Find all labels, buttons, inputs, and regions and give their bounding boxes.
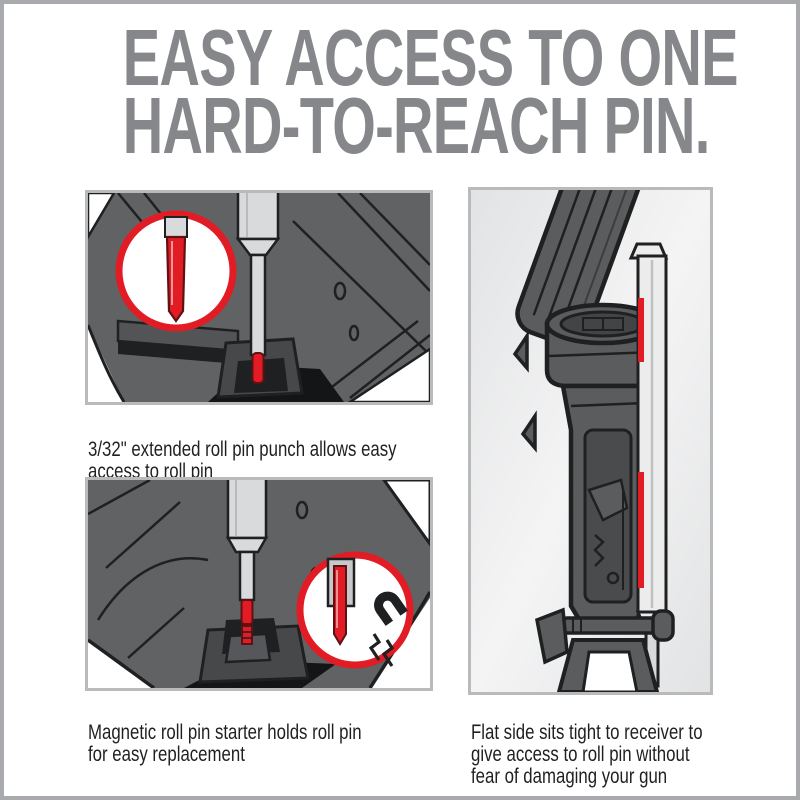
callout-circle	[296, 551, 414, 669]
pin-detail	[606, 571, 620, 585]
receiver-linework	[117, 193, 430, 399]
receiver-hole	[333, 281, 347, 301]
punch-red-contact-lower	[638, 472, 644, 588]
caption-line: Flat side sits tight to receiver to	[471, 721, 703, 744]
panel-white-corner	[88, 193, 116, 240]
receiver-lug	[520, 410, 537, 453]
roll-pin-closeup	[333, 565, 347, 646]
flat-side-punch	[628, 242, 669, 688]
panel-magnetic-starter	[85, 477, 433, 691]
pistol-grip	[515, 190, 647, 347]
panel-flat-side	[468, 187, 713, 695]
spring-detail	[593, 534, 605, 567]
page-title-line-2: HARD-TO-REACH PIN.	[122, 81, 711, 170]
caption-line: for easy replacement	[88, 743, 245, 766]
caption-line: Magnetic roll pin starter holds roll pin	[88, 721, 362, 744]
hammer-detail	[587, 478, 629, 522]
magnet-spark-lines	[368, 633, 395, 667]
receiver-hole	[348, 324, 360, 342]
punch-tip-closeup	[165, 235, 187, 323]
receiver-linework	[88, 480, 209, 659]
callout-circle	[115, 210, 237, 332]
panel-white-corner	[382, 480, 430, 547]
punch-shaft-closeup	[164, 216, 188, 238]
caption-flat-side: Flat side sits tight to receiver to give…	[471, 722, 703, 788]
roll-pin-starter-punch	[225, 480, 269, 625]
receiver-ledge-shadow	[118, 341, 238, 364]
punch-red-contact-upper	[638, 298, 644, 362]
punch-red-tip	[251, 352, 265, 384]
receiver-hole	[295, 500, 309, 520]
panel-white-corner	[347, 347, 430, 402]
caption-line: give access to roll pin without	[471, 743, 690, 766]
punch-red-tip	[240, 599, 254, 625]
magnet-icon	[374, 591, 408, 626]
roll-pin	[241, 625, 253, 645]
roll-pin-punch	[235, 193, 281, 384]
receiver-edge-line	[88, 324, 126, 402]
receiver-edge-line	[88, 638, 156, 688]
caption-line: 3/32" extended roll pin punch allows eas…	[88, 438, 397, 461]
page-title: EASY ACCESS TO ONE HARD-TO-REACH PIN.	[4, 13, 796, 170]
caption-line: fear of damaging your gun	[471, 765, 668, 788]
magwell	[535, 607, 660, 692]
caption-magnetic-starter: Magnetic roll pin starter holds roll pin…	[88, 722, 362, 766]
flat-side-illustration	[471, 190, 710, 692]
magnetic-starter-illustration	[88, 480, 430, 688]
pin-block	[224, 632, 272, 664]
receiver-lug	[512, 330, 529, 373]
page-title-line-1: EASY ACCESS TO ONE	[122, 13, 739, 102]
buffer-tube-ring	[544, 302, 662, 389]
extended-punch-illustration	[88, 193, 430, 402]
magwell-opening	[581, 650, 639, 692]
panel-extended-punch	[85, 190, 433, 405]
